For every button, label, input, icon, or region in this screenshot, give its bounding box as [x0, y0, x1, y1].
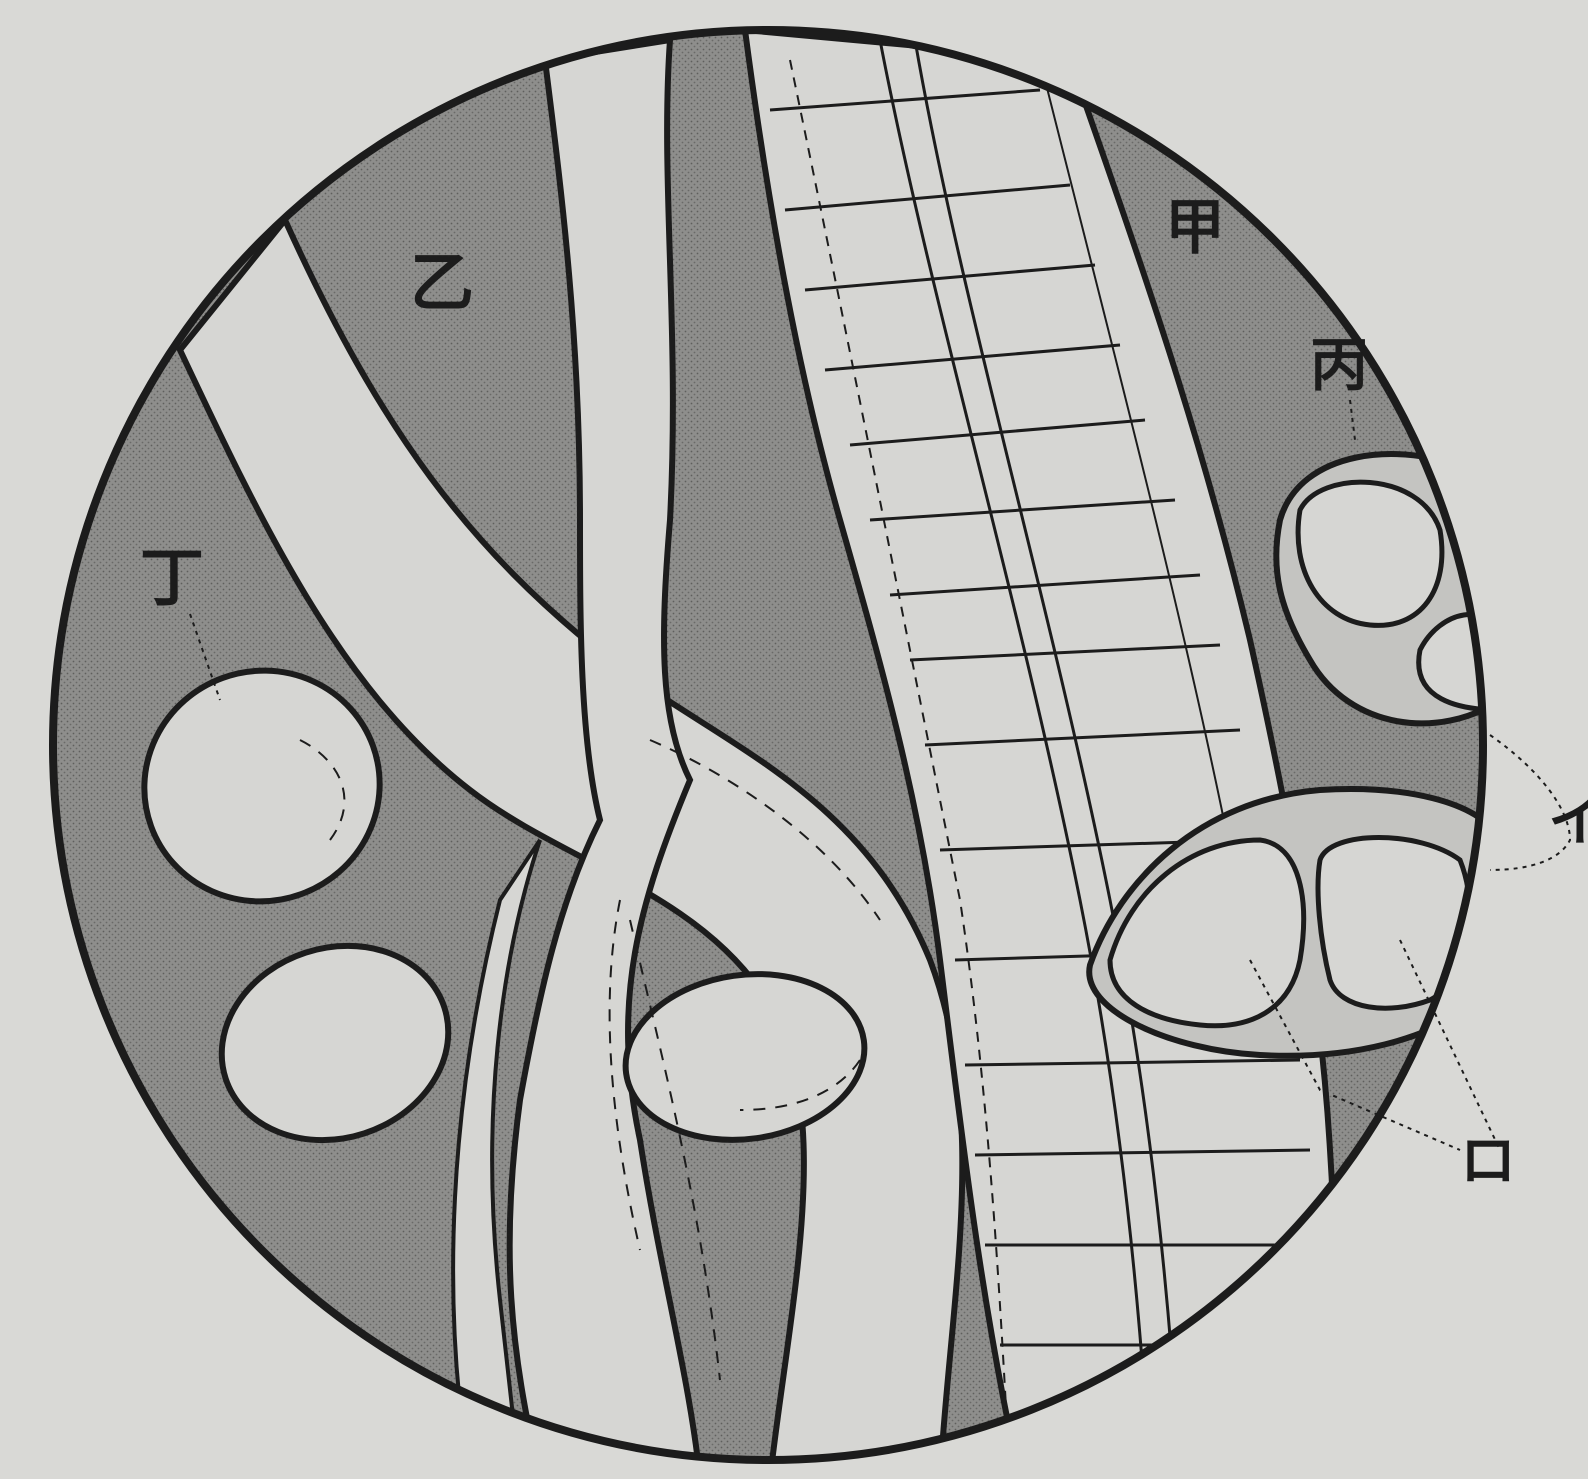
label-kou: 甲 [1165, 193, 1225, 263]
label-i: イ [1548, 786, 1588, 854]
label-hei: 丙 [1310, 331, 1368, 399]
label-tei: 丁 [140, 541, 204, 616]
label-ro: ロ [1460, 1128, 1516, 1194]
label-otsu: 乙 [410, 246, 474, 321]
